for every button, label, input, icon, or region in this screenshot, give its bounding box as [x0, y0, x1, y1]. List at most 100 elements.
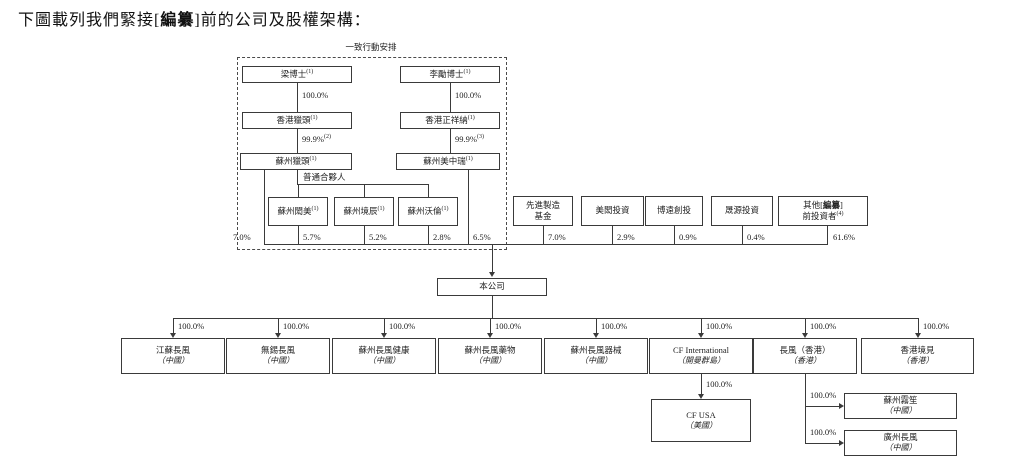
ownership-pct-label: 6.5% — [473, 232, 491, 242]
shareholder-bus-line — [264, 244, 828, 245]
pct-text: 99.9% — [455, 134, 477, 144]
other-prefix: 其他[ — [803, 199, 823, 210]
node-investor-1: 先進製造 基金 — [513, 196, 573, 226]
page-title-prefix: 下圖載列我們緊接[ — [18, 12, 161, 29]
subsidiary-bus-line — [173, 318, 918, 319]
footnote-sup: (1) — [310, 115, 318, 122]
node-text: 博遠創投 — [656, 205, 691, 216]
pct-text: 99.9% — [302, 134, 324, 144]
ownership-pct-label: 2.9% — [617, 232, 635, 242]
connector-line — [612, 226, 613, 244]
node-founder-left: 梁博士(1) — [242, 66, 352, 83]
ownership-pct-label: 99.9%(3) — [455, 134, 484, 144]
page-title-suffix: ]前的公司及股權架構： — [194, 12, 371, 29]
footnote-sup: (2) — [323, 134, 331, 141]
node-text: 廣州長風 — [883, 432, 918, 443]
node-text: 蘇州長風藥物 — [464, 345, 516, 356]
node-investor-3: 博遠創投 — [645, 196, 703, 226]
node-label: 梁博士(1) — [281, 69, 314, 80]
node-partnership-2: 蘇州境辰(1) — [334, 197, 394, 226]
ownership-pct-label: 100.0% — [706, 321, 733, 331]
node-text: 蘇州獵頭 — [275, 155, 310, 166]
page-title: 下圖載列我們緊接[編纂]前的公司及股權架構： — [18, 6, 371, 30]
node-subsidiary-7: 長風（香港） （香港） — [753, 338, 857, 374]
ownership-pct-label: 61.6% — [833, 232, 855, 242]
arrow-down-icon — [698, 394, 704, 399]
connector-line — [364, 226, 365, 244]
jurisdiction-text: （中國） — [262, 356, 294, 366]
arrow-right-icon — [839, 439, 844, 446]
footnote-sup: (1) — [463, 69, 471, 76]
footnote-sup: (1) — [306, 69, 314, 76]
node-partnership-1: 蘇州閎美(1) — [268, 197, 328, 226]
other-line2: 前投資者 — [802, 211, 837, 221]
node-text: 蘇州閎美 — [277, 205, 312, 216]
jurisdiction-text: （開曼群島） — [677, 356, 725, 366]
ownership-pct-label: 7.0% — [548, 232, 566, 242]
node-text: 香港境見 — [900, 345, 935, 356]
connector-line — [278, 318, 279, 333]
connector-line — [805, 443, 839, 444]
concert-arrangement-label: 一致行動安排 — [345, 42, 397, 52]
node-label: 香港正祥納(1) — [425, 115, 475, 126]
node-sub-subsidiary-cf-usa: CF USA （美國） — [651, 399, 751, 442]
ownership-pct-label: 100.0% — [601, 321, 628, 331]
node-text: 香港正祥納 — [425, 114, 468, 125]
node-company: 本公司 — [437, 278, 547, 296]
node-text: 蘇州霧笙 — [883, 395, 918, 406]
arrow-down-icon — [487, 333, 493, 338]
node-subsidiary-5: 蘇州長風器械 （中國） — [544, 338, 648, 374]
arrow-down-icon — [915, 333, 921, 338]
node-subsidiary-1: 江蘇長風 （中國） — [121, 338, 225, 374]
connector-line — [492, 296, 493, 318]
arrow-right-icon — [839, 402, 844, 409]
ownership-pct-label: 5.7% — [303, 232, 321, 242]
ownership-pct-label: 100.0% — [810, 321, 837, 331]
arrow-down-icon — [381, 333, 387, 338]
jurisdiction-text: （美國） — [685, 420, 717, 430]
connector-line — [298, 226, 299, 244]
connector-line — [674, 226, 675, 244]
ownership-pct-label: 100.0% — [178, 321, 205, 331]
connector-line — [173, 318, 174, 333]
node-text: 長風（香港） — [779, 345, 831, 356]
footnote-sup: (1) — [311, 206, 319, 213]
node-investor-2: 美閎投資 — [581, 196, 644, 226]
node-text: CF USA — [686, 409, 716, 420]
ownership-pct-label: 2.8% — [433, 232, 451, 242]
node-sub-subsidiary-guangzhou: 廣州長風 （中國） — [844, 430, 957, 456]
arrow-down-icon — [802, 333, 808, 338]
arrow-down-icon — [698, 333, 704, 338]
node-label: 蘇州獵頭(1) — [275, 156, 316, 167]
node-subsidiary-6: CF International （開曼群島） — [649, 338, 753, 374]
node-text: 蘇州美中瑞 — [423, 155, 466, 166]
ownership-pct-label: 0.4% — [747, 232, 765, 242]
jurisdiction-text: （香港） — [789, 356, 821, 366]
node-text: 本公司 — [479, 281, 505, 292]
jurisdiction-text: （中國） — [157, 356, 189, 366]
node-label: 李勵博士(1) — [429, 69, 470, 80]
ownership-pct-label: 100.0% — [283, 321, 310, 331]
node-text: 香港獵頭 — [276, 114, 311, 125]
node-text: 江蘇長風 — [155, 345, 190, 356]
node-partnership-3: 蘇州沃倫(1) — [398, 197, 458, 226]
node-text: 先進製造 — [525, 199, 560, 210]
jurisdiction-text: （香港） — [901, 356, 934, 366]
footnote-sup: (1) — [377, 206, 385, 213]
ownership-pct-label: 100.0% — [455, 90, 482, 100]
node-text: 基金 — [534, 211, 552, 221]
node-founder-right: 李勵博士(1) — [400, 66, 500, 83]
arrow-down-icon — [489, 272, 495, 277]
jurisdiction-text: （中國） — [580, 356, 612, 366]
connector-line — [543, 226, 544, 244]
connector-line — [827, 226, 828, 244]
footnote-sup: (1) — [441, 206, 449, 213]
node-subsidiary-3: 蘇州長風健康 （中國） — [332, 338, 436, 374]
node-text: 蘇州境辰 — [343, 205, 378, 216]
node-hk-holdco-left: 香港獵頭(1) — [242, 112, 352, 129]
concert-arrangement-dashed-box — [237, 57, 507, 250]
node-label: 蘇州美中瑞(1) — [423, 156, 473, 167]
connector-line — [297, 83, 298, 112]
node-cn-holdco-left: 蘇州獵頭(1) — [240, 153, 352, 170]
